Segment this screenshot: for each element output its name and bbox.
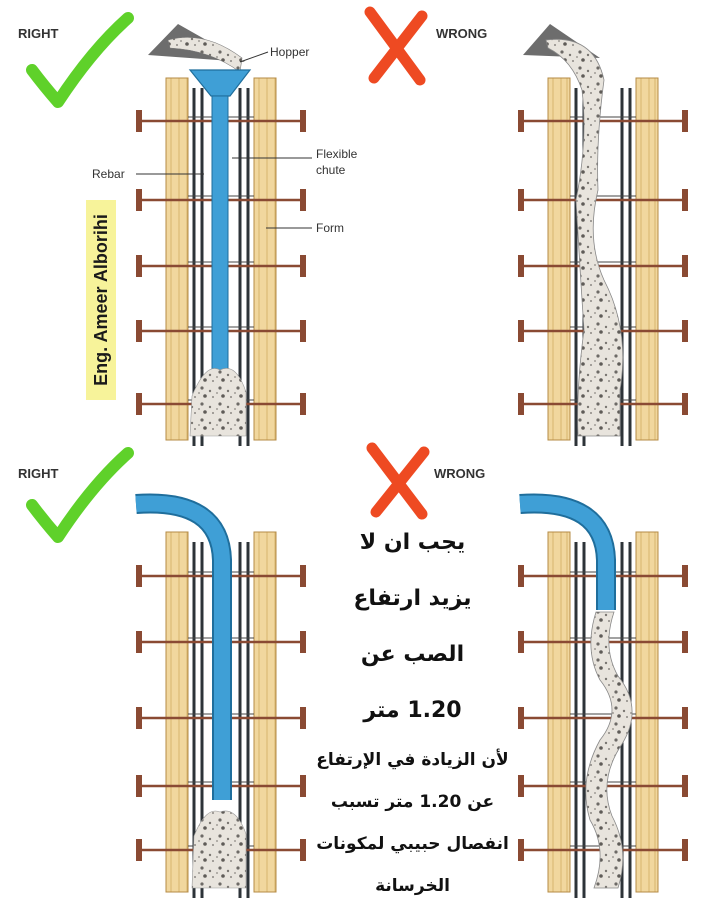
wrong-tag-bottom: WRONG [434,466,485,481]
tie-clamp [136,775,142,797]
tie-clamp [136,189,142,211]
tie-clamp [300,775,306,797]
note-line-7: انفصال حبيبي لمكونات [316,834,509,854]
form-board-left [165,77,189,441]
tie-clamp [136,320,142,342]
note-line-5: لأن الزيادة في الإرتفاع [316,750,509,770]
tie-clamp [300,320,306,342]
flexible-label: Flexible [316,147,358,161]
tie-clamp [300,631,306,653]
tie-clamp [518,775,524,797]
tie-clamp [300,255,306,277]
tie-clamp [518,393,524,415]
panel-wrong-free-fall [518,24,688,446]
concrete-fill [189,368,247,437]
hopper [188,69,252,97]
tie-clamp [518,565,524,587]
tie-clamp [518,707,524,729]
cross-icon [366,442,430,520]
form-label: Form [316,221,344,235]
tie-clamp [682,839,688,861]
tie-clamp [136,631,142,653]
tie-clamp [518,320,524,342]
tie-clamp [518,255,524,277]
tie-clamp [136,839,142,861]
tie-clamp [300,839,306,861]
pump-hose [135,495,230,800]
tie-clamp [682,393,688,415]
panel-right-hose [135,493,306,898]
rebar-label: Rebar [92,167,125,181]
tie-clamp [682,775,688,797]
tie-clamp [300,189,306,211]
arabic-note: يجب ان لا يزيد ارتفاع الصب عن 1.20 متر ل… [300,515,525,907]
check-icon [26,447,134,543]
concrete-segregated-fall [545,38,624,437]
form-board-right [635,531,659,893]
tie-clamp [518,839,524,861]
flexible-chute [211,95,229,375]
form-board-left [165,531,189,893]
form-board-left [547,531,571,893]
form-board-left [547,77,571,441]
tie-clamp [136,255,142,277]
concrete-segregated-fall [585,611,633,889]
tie-clamp [682,631,688,653]
panel-wrong-hose [518,493,688,898]
tie-clamp [136,565,142,587]
tie-clamp [682,189,688,211]
check-icon [26,12,134,108]
note-line-6: عن 1.20 متر تسبب [330,792,495,812]
pump-hose [519,495,614,610]
form-board-right [253,77,277,441]
tie-clamp [682,320,688,342]
form-board-right [635,77,659,441]
tie-clamp [682,255,688,277]
note-line-1: يجب ان لا [359,530,466,555]
tie-clamp [300,565,306,587]
tie-clamp [300,707,306,729]
chute-label: chute [316,163,346,177]
hopper-leader [239,51,269,63]
tie-clamp [136,707,142,729]
panel-right-hopper [136,24,306,446]
note-line-2: يزيد ارتفاع [353,586,472,611]
tie-clamp [682,565,688,587]
tie-clamp [518,631,524,653]
tie-clamp [518,110,524,132]
note-line-8: الخرسانة [375,876,450,896]
tie-clamp [300,110,306,132]
author-credit: Eng. Ameer Alborihi [86,200,116,400]
form-board-right [253,531,277,893]
tie-clamp [300,393,306,415]
wrong-tag-top: WRONG [436,26,487,41]
right-tag-top: RIGHT [18,26,59,41]
tie-clamp [136,110,142,132]
note-line-4: 1.20 متر [363,698,462,723]
tie-clamp [518,189,524,211]
right-tag-bottom: RIGHT [18,466,59,481]
cross-icon [364,6,428,86]
hopper-label: Hopper [270,45,309,59]
concrete-fill [191,810,247,889]
tie-clamp [682,707,688,729]
tie-clamp [136,393,142,415]
note-line-3: الصب عن [360,642,465,667]
tie-clamp [682,110,688,132]
concrete-stream [167,37,243,73]
